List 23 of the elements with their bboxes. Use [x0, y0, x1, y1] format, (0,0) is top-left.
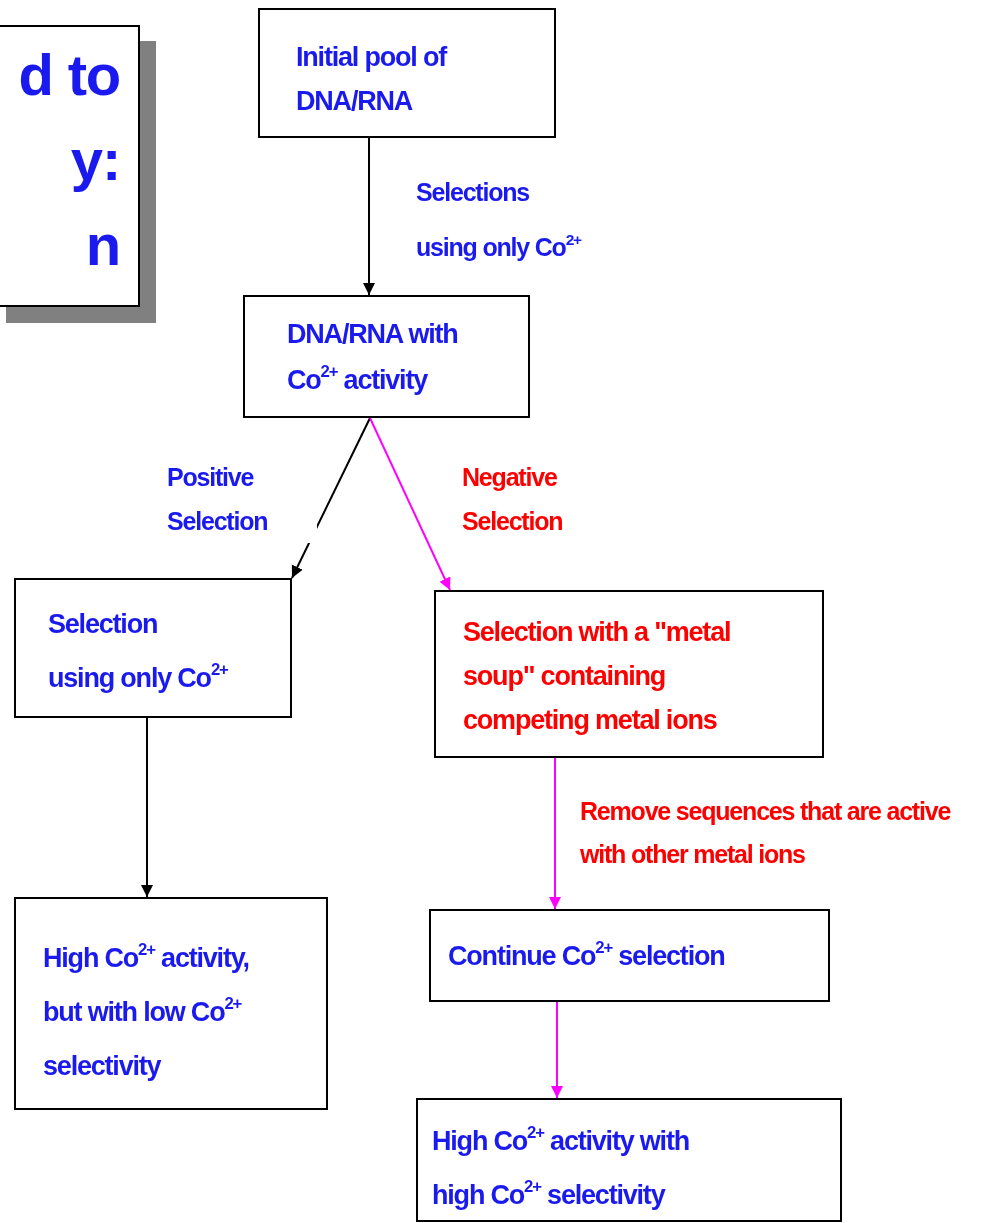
- process-box: [14, 897, 328, 1110]
- title-text: n: [84, 211, 120, 279]
- arrow: [363, 137, 375, 296]
- arrow: [141, 717, 153, 898]
- arrow: [291, 417, 371, 579]
- arrow: [551, 1001, 563, 1099]
- box-text: Continue Co$^{2+}$ selection: [448, 937, 726, 973]
- title-text: d to: [17, 41, 120, 109]
- box-text: DNA/RNA with Co$^{2+}$ activity: [287, 318, 459, 397]
- box-text: Initial pool of DNA/RNA: [296, 41, 448, 118]
- box-text: Selection with a "metal soup" containing competing metal ions: [463, 616, 732, 737]
- process-box: [416, 1098, 842, 1222]
- process-box: [434, 590, 824, 758]
- process-box: [258, 8, 556, 138]
- title-text: y:: [69, 126, 120, 194]
- box-text: High Co$^{2+}$ activity, but with low Co$^{2+}$ selectivity: [43, 939, 250, 1083]
- process-box: [14, 578, 292, 718]
- box-text: High Co$^{2+}$ activity with high Co$^{2+}$ selectivity: [432, 1122, 690, 1212]
- arrow: [369, 417, 451, 591]
- box-text: Selection using only Co$^{2+}$: [48, 608, 228, 695]
- process-box: [243, 295, 530, 418]
- process-box: [429, 909, 830, 1002]
- arrow: [549, 757, 561, 910]
